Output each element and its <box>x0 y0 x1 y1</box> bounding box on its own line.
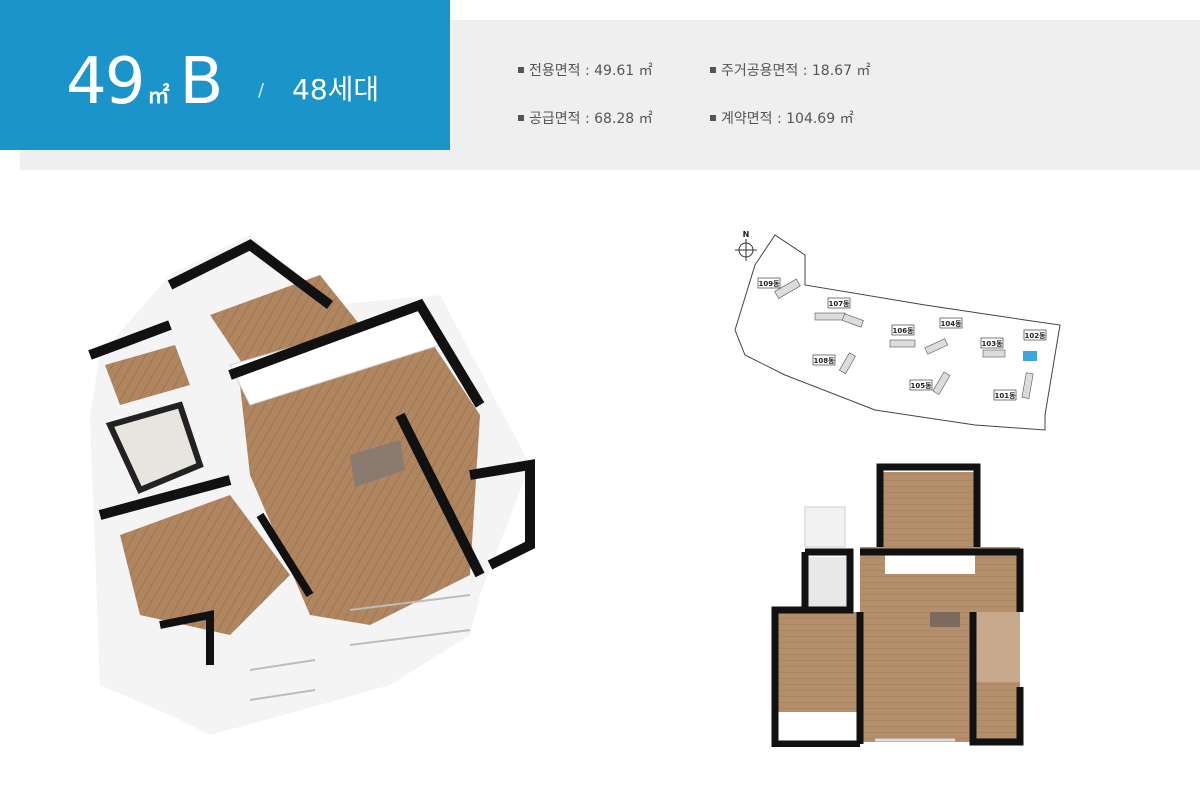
balcony-railing <box>249 594 471 701</box>
laundry-area <box>804 506 846 548</box>
unit-type-title: 49 ㎡ B <box>66 34 223 114</box>
building-108-label: 108동 <box>813 357 835 365</box>
title-separator: / <box>258 80 265 101</box>
exclusive-area-text: 전용면적 : 49.61 ㎡ <box>529 63 653 79</box>
residential-common-area: 주거공용면적 : 18.67 ㎡ <box>710 60 870 80</box>
bullet-square-icon <box>518 67 524 73</box>
building-105-label: 105동 <box>910 382 932 390</box>
area-unit: ㎡ <box>147 84 170 109</box>
bedroom-2-floor <box>775 612 865 712</box>
highlighted-building <box>1023 351 1037 361</box>
utility-floor <box>975 612 1020 682</box>
wall-utility <box>469 459 535 570</box>
residential-common-area-text: 주거공용면적 : 18.67 ㎡ <box>721 63 871 79</box>
wall-left <box>88 320 172 360</box>
site-plan: N 109동 107동 106동 104동 103동 102동 108동 105… <box>734 230 1061 431</box>
wall-mid <box>228 298 485 408</box>
area-number: 49 <box>66 45 145 119</box>
bathroom <box>105 401 204 494</box>
building-104-label: 104동 <box>940 320 962 328</box>
type-letter: B <box>179 45 224 119</box>
bullet-square-icon <box>710 67 716 73</box>
bedroom-1-floor <box>880 472 975 552</box>
wall-bottom-left <box>159 610 214 665</box>
exclusive-area: 전용면적 : 49.61 ㎡ <box>518 60 653 80</box>
floor-plan-2d <box>771 463 1024 747</box>
wall-partition <box>256 512 314 598</box>
supply-area-text: 공급면적 : 68.28 ㎡ <box>529 111 653 127</box>
building-109-label: 109동 <box>758 280 780 288</box>
bullet-square-icon <box>518 115 524 121</box>
building-103-label: 103동 <box>981 340 1003 348</box>
kitchen-island <box>350 440 405 487</box>
north-label: N <box>743 230 750 239</box>
isometric-floor-plan <box>88 235 535 735</box>
wall-room <box>98 475 232 520</box>
balcony-floor <box>105 345 190 405</box>
kitchen-counter <box>885 554 975 574</box>
bathroom-floor <box>805 557 850 607</box>
building-106-label: 106동 <box>892 327 914 335</box>
unit-type-header: 49 ㎡ B / 48세대 <box>0 0 450 150</box>
contract-area: 계약면적 : 104.69 ㎡ <box>710 108 854 128</box>
wall-right <box>395 412 485 578</box>
bullet-square-icon <box>710 115 716 121</box>
supply-area: 공급면적 : 68.28 ㎡ <box>518 108 653 128</box>
north-arrow: N <box>735 230 757 261</box>
room-floor <box>120 495 290 635</box>
walls <box>771 463 1024 747</box>
wall-top <box>167 239 333 309</box>
building-102-label: 102동 <box>1024 332 1046 340</box>
building-107-label: 107동 <box>828 300 850 308</box>
household-count: 48세대 <box>292 73 380 106</box>
kitchen-island <box>930 612 960 627</box>
contract-area-text: 계약면적 : 104.69 ㎡ <box>721 111 854 127</box>
building-101-label: 101동 <box>994 392 1016 400</box>
